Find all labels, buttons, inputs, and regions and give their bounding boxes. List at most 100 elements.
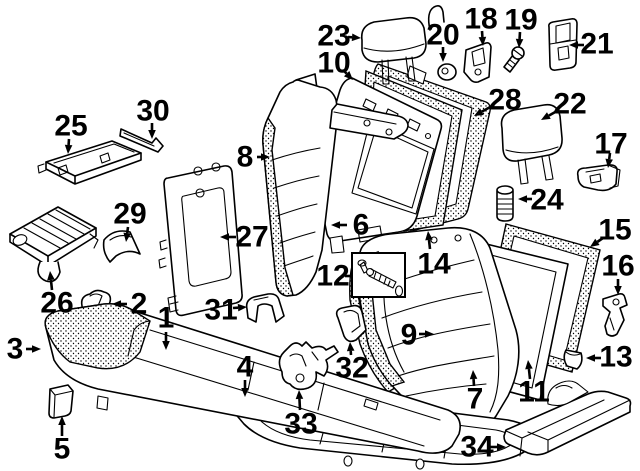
part-20-washer: [437, 63, 457, 81]
part-number-label[interactable]: 13: [599, 341, 632, 374]
callout-arrow-line: [49, 279, 54, 291]
part-number-label[interactable]: 20: [426, 19, 459, 52]
part-number-label[interactable]: 4: [237, 351, 254, 384]
callout-22[interactable]: 22: [541, 88, 587, 121]
part-number-label[interactable]: 18: [464, 3, 497, 36]
callout-arrow-head: [148, 130, 156, 139]
callout-arrow-head: [351, 33, 361, 42]
callout-4[interactable]: 4: [237, 351, 254, 398]
callout-18[interactable]: 18: [464, 3, 498, 47]
part-number-label[interactable]: 2: [131, 288, 148, 321]
part-13-plug: [563, 349, 583, 370]
callout-26[interactable]: 26: [40, 271, 74, 320]
part-34-storage-box: [503, 380, 632, 457]
part-number-label[interactable]: 16: [601, 250, 634, 283]
callout-arrow-head: [261, 153, 270, 161]
callout-30[interactable]: 30: [136, 95, 170, 140]
part-number-label[interactable]: 3: [7, 333, 24, 366]
callout-arrow-head: [605, 158, 613, 168]
callout-3[interactable]: 3: [7, 333, 41, 366]
callout-21[interactable]: 21: [569, 28, 614, 61]
part-number-label[interactable]: 34: [460, 431, 494, 464]
part-8-backrest-cover: [262, 73, 409, 297]
callout-32[interactable]: 32: [335, 342, 369, 385]
callout-34[interactable]: 34: [460, 431, 506, 464]
part-26-cupholder-tray: [9, 206, 99, 283]
part-number-label[interactable]: 6: [353, 209, 370, 242]
callout-10[interactable]: 10: [317, 47, 353, 81]
part-number-label[interactable]: 15: [598, 214, 631, 247]
callout-11[interactable]: 11: [518, 360, 550, 409]
callout-arrow-head: [469, 370, 478, 380]
callout-29[interactable]: 29: [113, 198, 147, 243]
callout-arrow-head: [525, 360, 533, 370]
part-number-label[interactable]: 5: [54, 433, 71, 466]
part-number-label[interactable]: 25: [54, 110, 87, 143]
part-25-shelf-lid: [37, 140, 142, 185]
callout-arrow-head: [586, 354, 595, 362]
part-number-label[interactable]: 27: [235, 221, 268, 254]
part-number-label[interactable]: 7: [467, 383, 484, 416]
part-number-label[interactable]: 31: [204, 294, 237, 327]
callout-20[interactable]: 20: [426, 19, 460, 63]
callout-14[interactable]: 14: [417, 231, 451, 281]
part-16-side-bracket: [602, 293, 628, 337]
part-number-label[interactable]: 17: [594, 128, 627, 161]
callout-2[interactable]: 2: [112, 288, 147, 321]
part-33-hinge-bracket: [278, 341, 339, 391]
callout-28[interactable]: 28: [474, 84, 522, 117]
part-number-label[interactable]: 1: [158, 302, 175, 335]
callout-arrow-head: [220, 233, 229, 241]
callout-25[interactable]: 25: [54, 110, 88, 155]
callout-arrow-head: [439, 53, 447, 62]
part-number-label[interactable]: 10: [317, 47, 350, 80]
part-24-screw: [496, 185, 514, 222]
callout-19[interactable]: 19: [504, 4, 538, 49]
callout-27[interactable]: 27: [220, 221, 269, 254]
callout-arrow-line: [125, 226, 130, 234]
callout-15[interactable]: 15: [590, 214, 632, 248]
part-number-label[interactable]: 28: [488, 84, 521, 117]
part-number-label[interactable]: 8: [237, 141, 254, 174]
part-number-label[interactable]: 30: [136, 95, 169, 128]
part-29-strap: [102, 230, 141, 263]
part-number-label[interactable]: 21: [580, 28, 613, 61]
callout-arrow-head: [343, 70, 353, 80]
part-21-headrest-guide: [548, 18, 578, 71]
callout-arrow-line: [596, 236, 604, 243]
part-number-label[interactable]: 29: [113, 198, 146, 231]
callout-1[interactable]: 1: [158, 302, 175, 351]
part-number-label[interactable]: 12: [316, 260, 349, 293]
part-number-label[interactable]: 19: [504, 4, 537, 37]
part-number-label[interactable]: 32: [335, 352, 368, 385]
callout-24[interactable]: 24: [518, 184, 564, 217]
callout-arrow-head: [295, 390, 304, 400]
part-number-label[interactable]: 9: [401, 319, 418, 352]
part-number-label[interactable]: 24: [530, 184, 564, 217]
callout-8[interactable]: 8: [237, 141, 270, 174]
callout-7[interactable]: 7: [467, 370, 484, 416]
callout-13[interactable]: 13: [586, 341, 633, 374]
part-number-label[interactable]: 14: [417, 248, 451, 281]
callout-33[interactable]: 33: [284, 390, 318, 441]
callout-9[interactable]: 9: [401, 319, 434, 352]
part-number-label[interactable]: 22: [553, 88, 586, 121]
part-number-label[interactable]: 26: [40, 287, 73, 320]
part-number-label[interactable]: 23: [317, 20, 350, 53]
part-number-label[interactable]: 11: [518, 376, 550, 409]
callout-23[interactable]: 23: [317, 20, 361, 53]
part-19-screw: [503, 46, 525, 73]
callout-31[interactable]: 31: [204, 294, 247, 327]
part-number-label[interactable]: 33: [284, 408, 317, 441]
callout-arrow-head: [569, 41, 578, 49]
callout-12[interactable]: 12: [316, 260, 352, 293]
callout-arrow-head: [614, 286, 622, 295]
callout-5[interactable]: 5: [54, 416, 71, 466]
callout-17[interactable]: 17: [594, 128, 628, 169]
part-32-bracket: [335, 304, 367, 343]
callout-6[interactable]: 6: [331, 209, 369, 242]
callout-arrow-head: [58, 416, 66, 425]
callout-arrow-head: [425, 330, 434, 338]
callout-16[interactable]: 16: [601, 250, 635, 296]
